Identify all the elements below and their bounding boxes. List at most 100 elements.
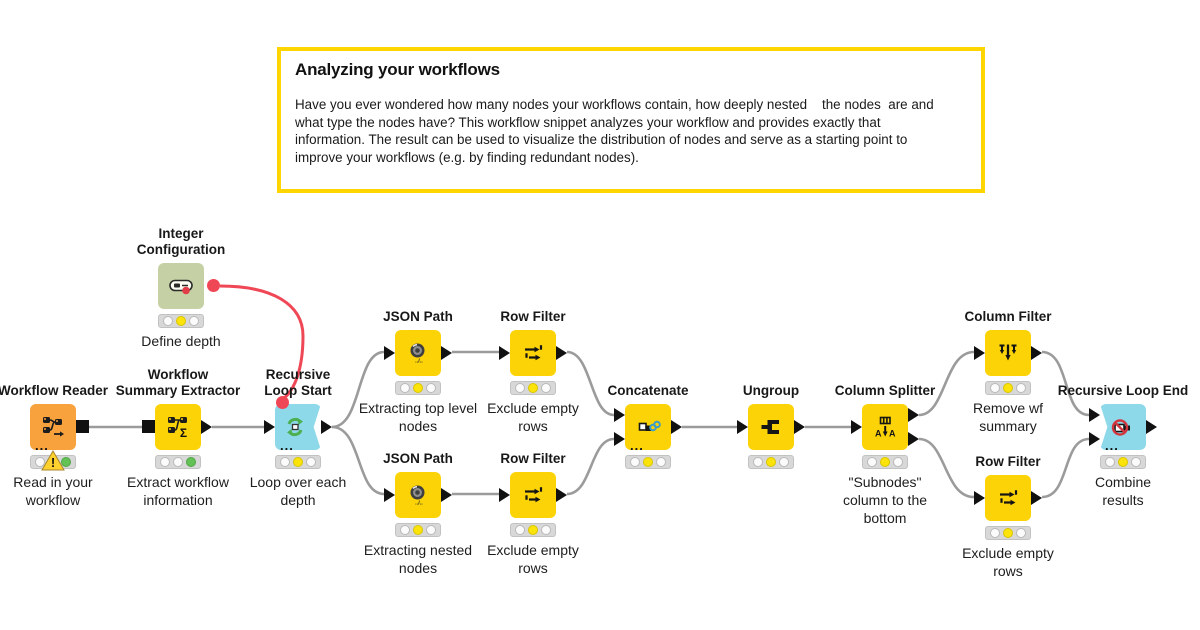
node-integer-configuration[interactable]: Integer Configuration Define depth xyxy=(137,226,225,349)
output-port[interactable] xyxy=(441,488,452,502)
node-body[interactable] xyxy=(510,330,556,376)
svg-text:A: A xyxy=(875,429,882,439)
flow-variable-output-port[interactable] xyxy=(207,279,220,292)
output-port[interactable] xyxy=(441,346,452,360)
status-yellow xyxy=(413,525,423,535)
output-port[interactable] xyxy=(794,420,805,434)
node-row-filter-bottom[interactable]: Row Filter Exclude empty rows xyxy=(487,451,579,576)
status-yellow xyxy=(413,383,423,393)
workflow-summary-extractor-icon: Σ xyxy=(168,417,187,440)
input-port[interactable] xyxy=(499,346,510,360)
ungroup-icon xyxy=(761,420,779,434)
node-recursive-loop-end[interactable]: Recursive Loop End ... Combine results xyxy=(1058,383,1189,508)
svg-text:../..: ../.. xyxy=(415,501,423,507)
connection-columnfilter-loopend[interactable] xyxy=(1041,350,1090,417)
input-port[interactable] xyxy=(737,420,748,434)
input-port-1[interactable] xyxy=(1089,408,1100,422)
node-body[interactable]: ... xyxy=(30,404,76,452)
connection-splitter-columnfilter[interactable] xyxy=(918,350,975,417)
node-body[interactable]: ... xyxy=(275,404,321,450)
status-yellow xyxy=(766,457,776,467)
node-body[interactable] xyxy=(985,475,1031,521)
traffic-light xyxy=(748,455,794,469)
input-port-2[interactable] xyxy=(614,432,625,446)
output-port[interactable] xyxy=(556,488,567,502)
connection-loopstart-jsonpath-bottom[interactable] xyxy=(331,425,385,496)
output-port[interactable] xyxy=(1031,346,1042,360)
node-concatenate[interactable]: Concatenate ... xyxy=(607,383,689,469)
input-port-2[interactable] xyxy=(1089,432,1100,446)
svg-text:Σ: Σ xyxy=(180,426,187,440)
node-comment: Exclude empty rows xyxy=(487,542,579,576)
output-port-2[interactable] xyxy=(908,432,919,446)
traffic-light xyxy=(395,381,441,395)
flow-variable-connection[interactable] xyxy=(219,284,305,401)
node-body[interactable]: ... xyxy=(1100,404,1146,450)
json-path-icon: ../.. xyxy=(410,485,425,507)
node-comment: Loop over each depth xyxy=(249,474,347,508)
input-port[interactable] xyxy=(384,346,395,360)
node-body[interactable] xyxy=(510,472,556,518)
warning-icon: ! xyxy=(41,450,65,471)
input-port[interactable] xyxy=(499,488,510,502)
node-body[interactable] xyxy=(748,404,794,450)
traffic-light xyxy=(1100,455,1146,469)
node-body[interactable]: ... xyxy=(625,404,671,453)
connection-splitter-rowfilterright[interactable] xyxy=(918,437,975,499)
node-row-filter-right[interactable]: Row Filter Exclude empty rows xyxy=(962,454,1054,579)
input-port[interactable] xyxy=(974,346,985,360)
input-port[interactable] xyxy=(851,420,862,434)
column-splitter-icon: A A xyxy=(875,416,896,439)
input-port[interactable] xyxy=(384,488,395,502)
output-port[interactable] xyxy=(1146,420,1157,434)
node-body[interactable]: ../.. xyxy=(395,472,441,518)
connection-rowfilterbottom-concatenate[interactable] xyxy=(566,437,615,496)
output-port[interactable] xyxy=(321,420,332,434)
node-workflow-reader[interactable]: Workflow Reader ... ! Read in your workf… xyxy=(0,383,108,508)
output-port[interactable] xyxy=(556,346,567,360)
node-column-splitter[interactable]: Column Splitter A A "Subnodes" column to… xyxy=(835,383,936,526)
status-yellow xyxy=(528,525,538,535)
node-title: Concatenate xyxy=(607,383,689,398)
node-ungroup[interactable]: Ungroup xyxy=(737,383,805,469)
svg-text:../..: ../.. xyxy=(415,359,423,365)
input-port[interactable] xyxy=(974,491,985,505)
input-port[interactable] xyxy=(264,420,275,434)
node-body[interactable]: A A xyxy=(862,404,908,450)
node-title: Recursive Loop End xyxy=(1057,383,1189,398)
status-yellow xyxy=(293,457,303,467)
output-port[interactable] xyxy=(1031,491,1042,505)
node-json-path-bottom[interactable]: JSON Path ../.. Extracting nested nodes xyxy=(364,451,472,576)
node-body[interactable] xyxy=(158,263,204,309)
connection-rowfilterright-loopend[interactable] xyxy=(1041,437,1090,499)
input-port-1[interactable] xyxy=(614,408,625,422)
node-recursive-loop-start[interactable]: Recursive Loop Start ... Loop over each … xyxy=(250,367,347,508)
node-body[interactable]: Σ xyxy=(155,404,201,450)
node-json-path-top[interactable]: JSON Path ../.. Extracting top level nod… xyxy=(359,309,477,434)
node-column-filter[interactable]: Column Filter Remove wf summary xyxy=(965,309,1052,434)
input-port[interactable] xyxy=(142,420,155,433)
row-filter-icon xyxy=(524,486,542,502)
node-comment: Remove wf summary xyxy=(972,400,1044,434)
status-yellow xyxy=(1003,528,1013,538)
connection-loopstart-jsonpath-top[interactable] xyxy=(331,350,385,429)
output-port[interactable] xyxy=(671,420,682,434)
column-filter-icon xyxy=(999,344,1017,361)
output-port[interactable] xyxy=(201,420,212,434)
node-row-filter-top[interactable]: Row Filter Exclude empty rows xyxy=(487,309,579,434)
traffic-light xyxy=(510,381,556,395)
flow-variable-input-port[interactable] xyxy=(276,396,289,409)
status-yellow xyxy=(1003,383,1013,393)
output-port[interactable] xyxy=(76,420,89,433)
json-path-icon: ../.. xyxy=(410,343,425,365)
connection-rowfiltertop-concatenate[interactable] xyxy=(566,350,615,417)
node-workflow-summary-extractor[interactable]: Workflow Summary Extractor Σ Extract wor… xyxy=(116,367,241,508)
node-body[interactable]: ../.. xyxy=(395,330,441,376)
node-body[interactable] xyxy=(985,330,1031,376)
workflow-annotation[interactable]: Analyzing your workflows Have you ever w… xyxy=(277,47,985,193)
node-comment: Define depth xyxy=(141,333,221,349)
output-port-1[interactable] xyxy=(908,408,919,422)
node-title: Integer Configuration xyxy=(136,226,226,257)
node-dots: ... xyxy=(630,438,644,453)
